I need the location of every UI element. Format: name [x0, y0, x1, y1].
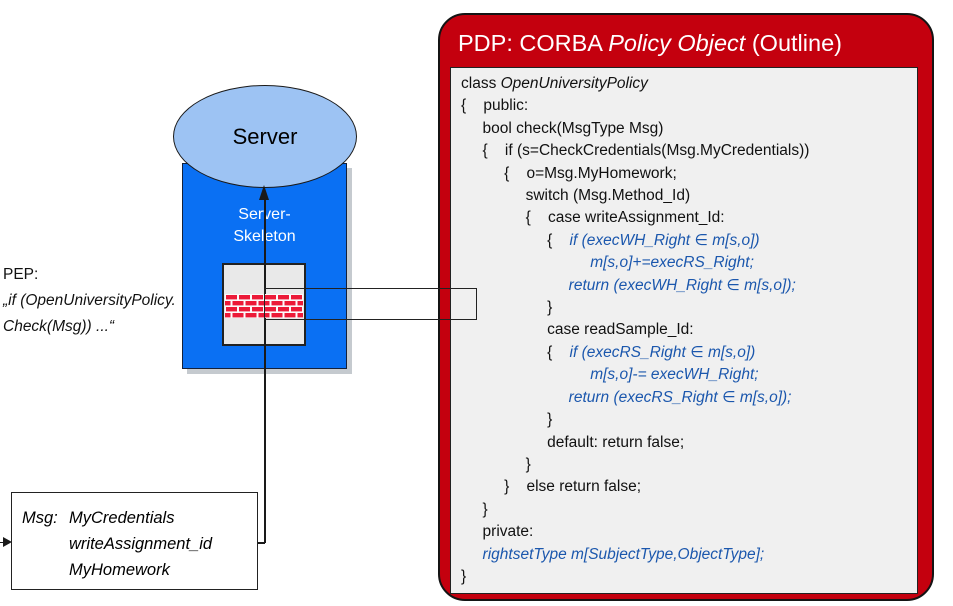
code-line: return (execRS_Right ∈ m[s,o]); — [568, 388, 792, 406]
pdp-title: PDP: CORBA Policy Object (Outline) — [458, 30, 842, 56]
msg-item: writeAssignment_id — [69, 535, 213, 553]
code-line: } — [461, 411, 553, 429]
code-line: } — [461, 567, 467, 585]
msg-label: Msg: — [22, 509, 58, 527]
code-line: m[s,o]-= execWH_Right; — [590, 366, 759, 384]
msg-item: MyCredentials — [69, 509, 175, 527]
code-line: { o=Msg.MyHomework; — [461, 164, 677, 182]
code-line: { case writeAssignment_Id: — [461, 209, 725, 227]
code-line: bool check(MsgType Msg) — [461, 119, 664, 137]
pdp-code-panel: class OpenUniversityPolicy { public: bool… — [450, 67, 918, 594]
code-line: rightsetType m[SubjectType,ObjectType]; — [482, 545, 765, 563]
code-line: switch (Msg.Method_Id) — [461, 187, 691, 205]
message-flow-arrowhead-icon — [259, 185, 269, 200]
pep-callout-rect — [264, 288, 477, 320]
pdp-panel: PDP: CORBA Policy Object (Outline) class… — [438, 13, 934, 601]
pdp-code-block: class OpenUniversityPolicy { public: bool… — [451, 68, 917, 588]
code-line: class OpenUniversityPolicy — [461, 75, 648, 92]
code-line: } — [461, 500, 488, 518]
pep-line: PEP: — [3, 266, 39, 283]
code-line: { if (execRS_Right ∈ m[s,o]) — [461, 343, 756, 361]
code-line: default: return false; — [461, 433, 685, 451]
code-line: } — [461, 299, 553, 317]
msg-to-server-connector — [257, 541, 265, 544]
server-ellipse: Server — [173, 85, 357, 188]
incoming-msg-arrow-line — [0, 541, 5, 544]
code-line: return (execWH_Right ∈ m[s,o]); — [568, 276, 796, 294]
code-line: { if (s=CheckCredentials(Msg.MyCredentia… — [461, 142, 810, 160]
code-line: m[s,o]+=execRS_Right; — [590, 254, 754, 272]
message-flow-arrow-line — [263, 192, 266, 543]
pep-line: „if (OpenUniversityPolicy. — [3, 292, 176, 309]
msg-item: MyHomework — [69, 561, 170, 579]
code-line: private: — [461, 523, 534, 541]
code-line: case readSample_Id: — [461, 321, 694, 339]
code-line: } else return false; — [461, 478, 642, 496]
code-line: } — [461, 455, 531, 473]
incoming-msg-arrowhead-icon — [3, 537, 12, 547]
pep-line: Check(Msg)) ...“ — [3, 318, 115, 335]
code-line: { if (execWH_Right ∈ m[s,o]) — [461, 231, 760, 249]
server-label: Server — [232, 123, 298, 149]
pep-annotation: PEP: „if (OpenUniversityPolicy. Check(Msg)… — [3, 262, 233, 340]
code-line: { public: — [461, 97, 529, 115]
